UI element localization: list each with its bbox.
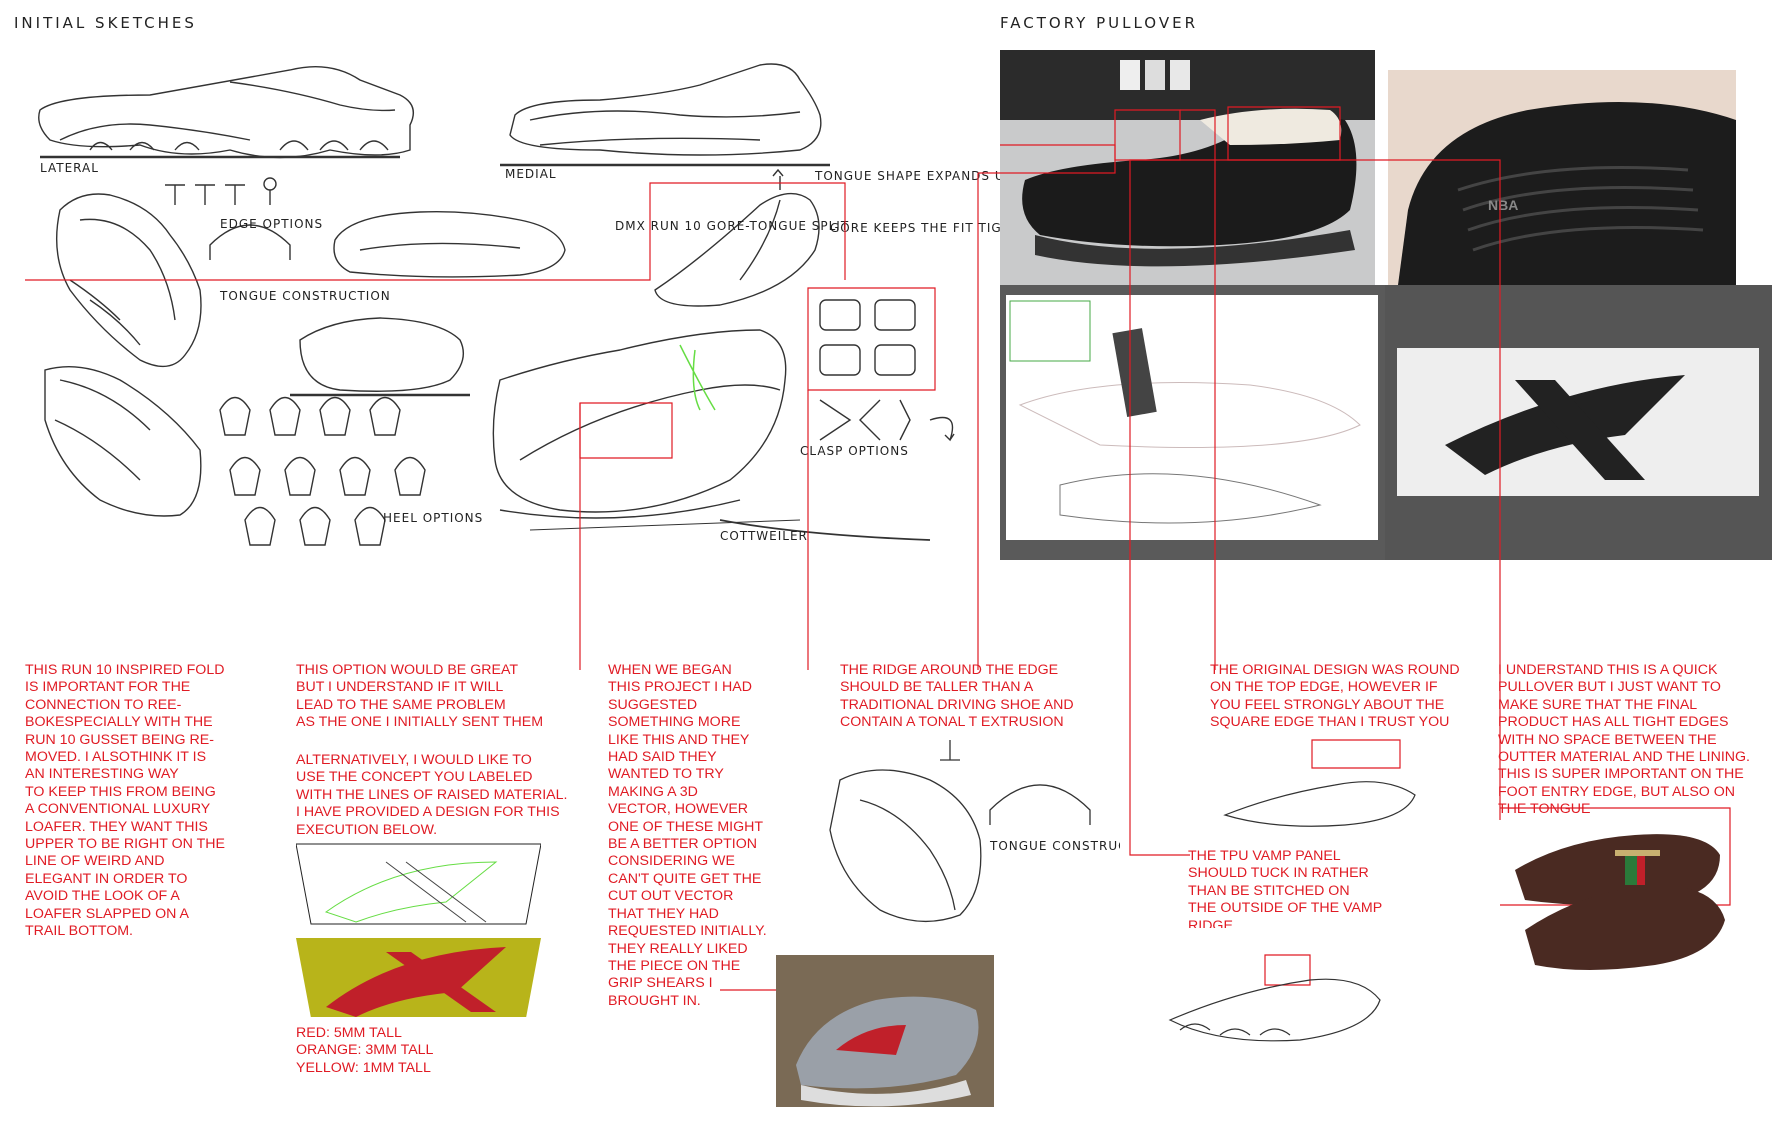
label-dmx-run-10: DMX RUN 10 GORE-TONGUE SPLIT [615,219,849,233]
note-began-project: WHEN WE BEGAN THIS PROJECT I HAD SUGGEST… [608,662,767,1009]
lateral-sketch [38,65,414,159]
note-option-great: THIS OPTION WOULD BE GREAT BUT I UNDERST… [296,662,544,731]
round-edge-sketch [1223,781,1416,827]
initial-sketches-panel: LATERAL MEDIAL EDGE OPTIONS TONGUE CONST… [38,63,1000,546]
label-edge-options: EDGE OPTIONS [220,217,323,231]
note-heights: RED: 5MM TALL ORANGE: 3MM TALL YELLOW: 1… [296,1025,434,1076]
raised-material-colored [296,938,541,1017]
loafer-3q-sketch-1 [56,193,202,368]
signature: COTTWEILER [720,529,808,543]
driving-shoe-sketch: TONGUE CONSTRUCTION [829,740,1120,923]
label-medial: MEDIAL [505,167,557,181]
gore-tongue-sketch [654,168,820,307]
loafer-side-sketch [333,210,566,278]
note-ridge-edge: THE RIDGE AROUND THE EDGE SHOULD BE TALL… [840,662,1074,731]
grip-shears-photo [776,955,994,1107]
raised-material-lines [296,843,541,925]
loafer-main-sketch [492,329,801,531]
note-original-design: THE ORIGINAL DESIGN WAS ROUND ON THE TOP… [1210,662,1460,731]
note-raised-material: ALTERNATIVELY, I WOULD LIKE TO USE THE C… [296,752,568,838]
factory-photo-sole: NBA [1388,70,1736,285]
label-gore-keeps: GORE KEEPS THE FIT TIGHT [830,221,1000,235]
section-title-factory-pullover: FACTORY PULLOVER [1000,14,1198,32]
note-run10-fold: THIS RUN 10 INSPIRED FOLD IS IMPORTANT F… [25,662,225,940]
medial-sketch [500,63,830,167]
factory-photo-shoe [1000,50,1375,285]
label-tongue-construction-2: TONGUE CONSTRUCTION [989,839,1120,853]
loafer-3q-sketch-2 [44,317,470,517]
clasp-options-sketch [819,299,955,442]
sole-nba-logo: NBA [1488,197,1518,213]
label-tongue-construction: TONGUE CONSTRUCTION [219,289,391,303]
raised-material-designs [296,843,541,1017]
note-tpu-vamp: THE TPU VAMP PANEL SHOULD TUCK IN RATHER… [1188,848,1383,928]
brown-loafer-photo [1505,810,1735,990]
section-title-initial-sketches: INITIAL SKETCHES [14,14,197,32]
label-lateral: LATERAL [40,161,99,175]
label-heel-options: HEEL OPTIONS [383,511,483,525]
vector-screenshot [1385,285,1772,560]
vamp-panel-sketch [1168,978,1381,1042]
pattern-screenshot [1000,285,1385,560]
label-clasp-options: CLASP OPTIONS [800,444,909,458]
label-tongue-shape: TONGUE SHAPE EXPANDS UPON FOOT ENTRY [814,169,1000,183]
heel-options-sketch [219,396,426,546]
note-tight-edges: I UNDERSTAND THIS IS A QUICK PULLOVER BU… [1498,662,1750,818]
